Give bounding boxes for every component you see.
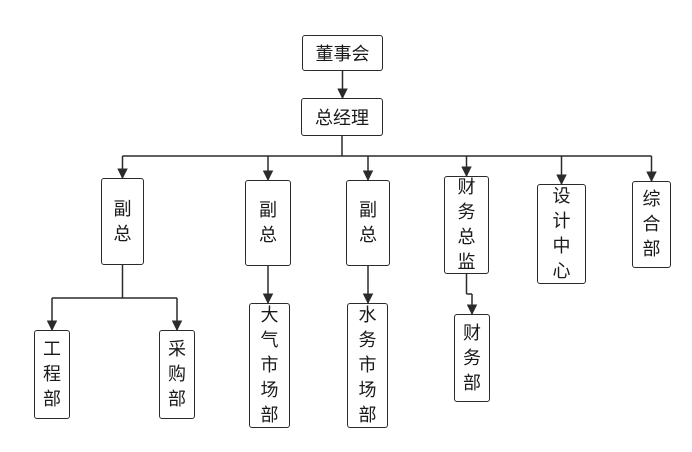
general-manager-label: 总经理 [315, 108, 369, 129]
vice-president-2-node: 副总 [245, 180, 291, 266]
design-center-label: 设计中心 [552, 186, 571, 282]
cfo-label: 财务总监 [457, 177, 476, 273]
purchasing-department-node: 采购部 [159, 330, 195, 419]
board-node: 董事会 [302, 35, 383, 71]
general-department-node: 综合部 [632, 181, 671, 268]
finance-department-label: 财务部 [462, 322, 481, 394]
general-department-label: 综合部 [642, 189, 661, 260]
general-manager-node: 总经理 [301, 98, 383, 136]
gas-market-department-label: 大气市场部 [260, 305, 279, 426]
engineering-department-label: 工程部 [42, 339, 61, 410]
board-label: 董事会 [315, 44, 370, 65]
vice-president-2-label: 副总 [258, 200, 277, 246]
water-market-department-node: 水务市场部 [347, 303, 388, 428]
cfo-node: 财务总监 [444, 176, 489, 274]
finance-department-node: 财务部 [454, 314, 490, 402]
design-center-node: 设计中心 [537, 184, 586, 284]
vice-president-3-label: 副总 [358, 200, 377, 246]
water-market-department-label: 水务市场部 [358, 305, 377, 426]
gas-market-department-node: 大气市场部 [249, 303, 290, 428]
vice-president-3-node: 副总 [346, 180, 390, 266]
purchasing-department-label: 采购部 [167, 339, 186, 410]
engineering-department-node: 工程部 [34, 330, 70, 419]
vice-president-1-node: 副总 [101, 178, 144, 265]
vice-president-1-label: 副总 [113, 198, 132, 245]
